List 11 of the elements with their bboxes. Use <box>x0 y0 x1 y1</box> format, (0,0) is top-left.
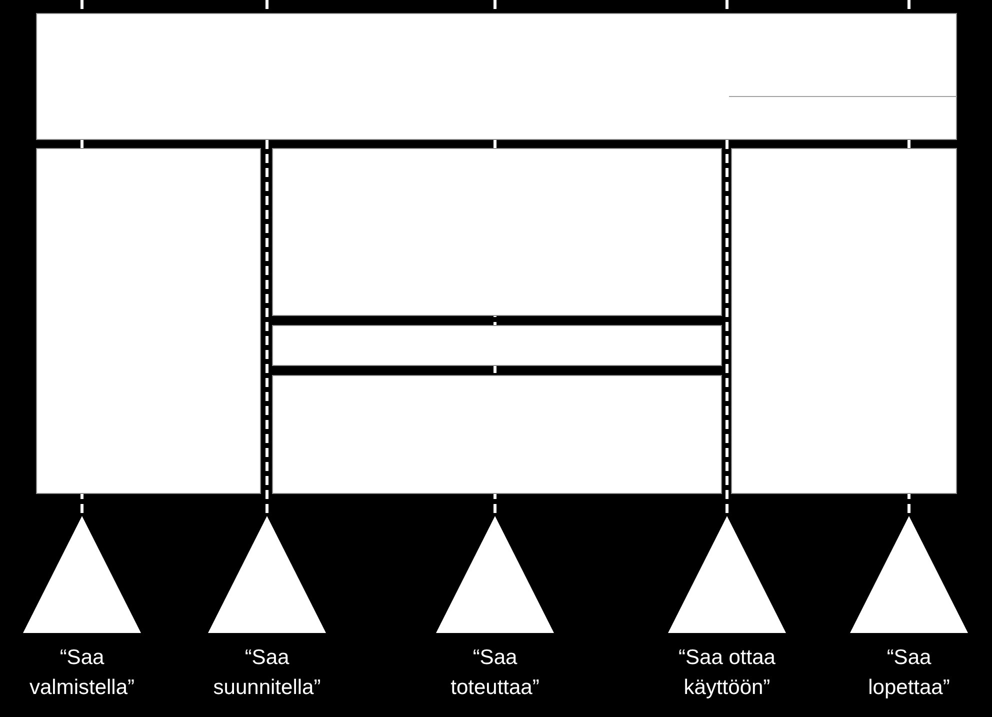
blank-panel <box>36 13 957 140</box>
milestone-label: “Saa toteuttaa” <box>450 645 540 701</box>
blank-panel <box>272 148 722 316</box>
blank-panel <box>731 148 957 494</box>
milestone-label: “Saa ottaa käyttöön” <box>678 645 776 701</box>
blank-panel <box>36 148 261 494</box>
milestone-label: “Saa suunnitella” <box>212 645 322 701</box>
milestone-label: “Saa valmistella” <box>28 645 136 701</box>
blank-panel <box>272 325 722 366</box>
blank-panel <box>272 375 722 494</box>
milestone-label: “Saa lopettaa” <box>867 645 951 701</box>
